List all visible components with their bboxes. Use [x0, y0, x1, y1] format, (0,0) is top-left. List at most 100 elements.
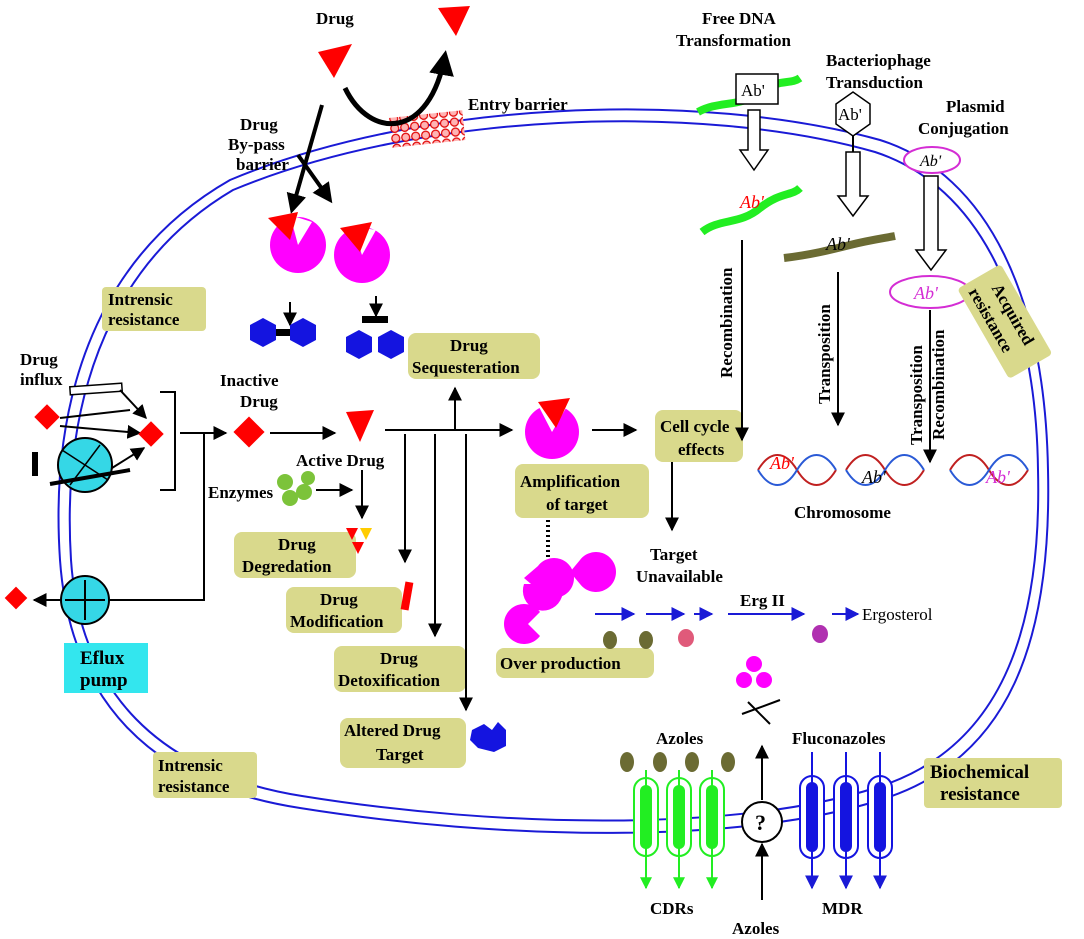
intermediate-purple: [812, 625, 828, 643]
altered-target-icon: [470, 722, 506, 752]
intermediate-olive: [639, 631, 653, 649]
chromosome-ab-red: Ab': [769, 453, 795, 473]
cell-cycle-label-2: effects: [678, 440, 725, 459]
intrinsic-bottom-label-1: Intrensic: [158, 756, 223, 775]
chromosome-helices: [757, 454, 1029, 486]
modified-drug-icon: [400, 581, 414, 611]
ergosterol-label: Ergosterol: [862, 605, 933, 624]
cdr-transporters: [633, 770, 725, 890]
amplification-label-1: Amplification: [520, 472, 621, 491]
drug-detoxification-label-2: Detoxification: [338, 671, 441, 690]
phage-label-2: Transduction: [826, 73, 924, 92]
cdrs-label: CDRs: [650, 899, 694, 918]
drug-degradation-box: [234, 532, 356, 578]
plasmid-ab-magenta: Ab': [913, 283, 939, 303]
mdr-label: MDR: [822, 899, 863, 918]
intrinsic-top-label-2: resistance: [108, 310, 180, 329]
bypass-arrow: [296, 153, 333, 204]
enzymes-label: Enzymes: [208, 483, 274, 502]
amplification-label-2: of target: [546, 495, 608, 514]
efflux-pump: [60, 575, 110, 625]
intrinsic-bottom-label-2: resistance: [158, 777, 230, 796]
blocked-line: [747, 701, 771, 725]
drug-diamond: [34, 404, 60, 430]
transposition-recombination-label-2: Recombination: [929, 329, 948, 440]
phage-dna-strand: [783, 232, 896, 262]
ab-box: [735, 73, 779, 105]
influx-pump: [32, 437, 131, 493]
drug-icon: [318, 44, 352, 78]
influx-arrow: [119, 389, 147, 420]
altered-target-label-2: Target: [376, 745, 424, 764]
target-hexagons: [250, 316, 404, 359]
bypass-label-2: By-pass: [228, 135, 285, 154]
inactive-drug-diamond: [233, 416, 265, 448]
drug-degradation-label-2: Degredation: [242, 557, 332, 576]
target-unavailable-label-1: Target: [650, 545, 698, 564]
phage-ab-label: Ab': [838, 105, 862, 124]
pink-molecules: [736, 656, 772, 688]
acquired-resistance-tag: Acquired resistance: [958, 265, 1052, 378]
biochemical-label-1: Biochemical: [930, 762, 1029, 783]
bypass-label-3: barrier: [236, 155, 289, 174]
biochemical-label-2: resistance: [940, 784, 1020, 805]
free-dna-label-2: Transformation: [676, 31, 791, 50]
entry-barrier-label: Entry barrier: [468, 95, 568, 114]
drug-detoxification-box: [334, 646, 466, 692]
hollow-arrow: [738, 109, 770, 172]
over-production-label: Over production: [500, 654, 621, 673]
plasmid-label-2: Conjugation: [918, 119, 1009, 138]
drug-diamond: [138, 421, 164, 447]
bypass-label-1: Drug: [240, 115, 278, 134]
drug-influx-label-1: Drug: [20, 350, 58, 369]
blocked-line: [741, 699, 781, 715]
ab-red-label: Ab': [739, 192, 765, 212]
transposition-recombination-label-1: Transposition: [907, 345, 926, 445]
cell-cycle-box: [655, 410, 743, 462]
influx-arrow: [111, 447, 146, 469]
efflux-line: [109, 433, 205, 601]
altered-target-label-1: Altered Drug: [344, 721, 441, 740]
enzyme-circles: [277, 471, 315, 506]
chromosome-ab-magenta: Ab': [985, 467, 1011, 487]
active-drug-label: Active Drug: [296, 451, 385, 470]
efflux-pump-box: [64, 643, 148, 693]
amplification-box: [515, 464, 649, 518]
drug-influx-label-2: influx: [20, 370, 63, 389]
hollow-arrow: [914, 175, 948, 272]
chromosome-ab-black: Ab': [861, 467, 887, 487]
plasmid-label-1: Plasmid: [946, 97, 1005, 116]
entry-barrier: [388, 110, 466, 148]
intermediate-pink: [678, 629, 694, 647]
bypass-arrow: [286, 104, 324, 214]
intrinsic-top-label-1: Intrensic: [108, 290, 173, 309]
influx-line: [59, 409, 131, 419]
drug-sequestration-label-1: Drug: [450, 336, 488, 355]
inactive-drug-label-1: Inactive: [220, 371, 279, 390]
intrinsic-resistance-box-bottom: [153, 752, 257, 798]
transposition-label: Transposition: [815, 304, 834, 404]
drug-detoxification-label-1: Drug: [380, 649, 418, 668]
active-drug-icon: [346, 410, 374, 442]
chromosome-label: Chromosome: [794, 503, 891, 522]
mdr-transporters: [799, 752, 893, 890]
drug-modification-box: [286, 587, 402, 633]
effluxed-drug: [4, 586, 28, 610]
erg-ii-label: Erg II: [740, 591, 785, 610]
drug-degradation-label-1: Drug: [278, 535, 316, 554]
overproduced-enzymes: [504, 552, 616, 644]
drug-sequestration-label-2: Sequesteration: [412, 358, 520, 377]
drug-modification-label-1: Drug: [320, 590, 358, 609]
drug-modification-label-2: Modification: [290, 612, 384, 631]
inactive-drug-label-2: Drug: [240, 392, 278, 411]
azoles-bottom-label: Azoles: [732, 919, 780, 938]
ab-label: Ab': [741, 81, 765, 100]
enzyme-drug-complex: [268, 212, 390, 283]
target-enzyme-drug: [525, 398, 579, 459]
drug-deflect-arrow: [342, 50, 454, 126]
influx-line: [59, 424, 142, 439]
plasmid-ab-label: Ab': [919, 153, 942, 170]
recombined-dna-strand: [699, 184, 803, 236]
drug-sequestration-box: [408, 333, 540, 379]
